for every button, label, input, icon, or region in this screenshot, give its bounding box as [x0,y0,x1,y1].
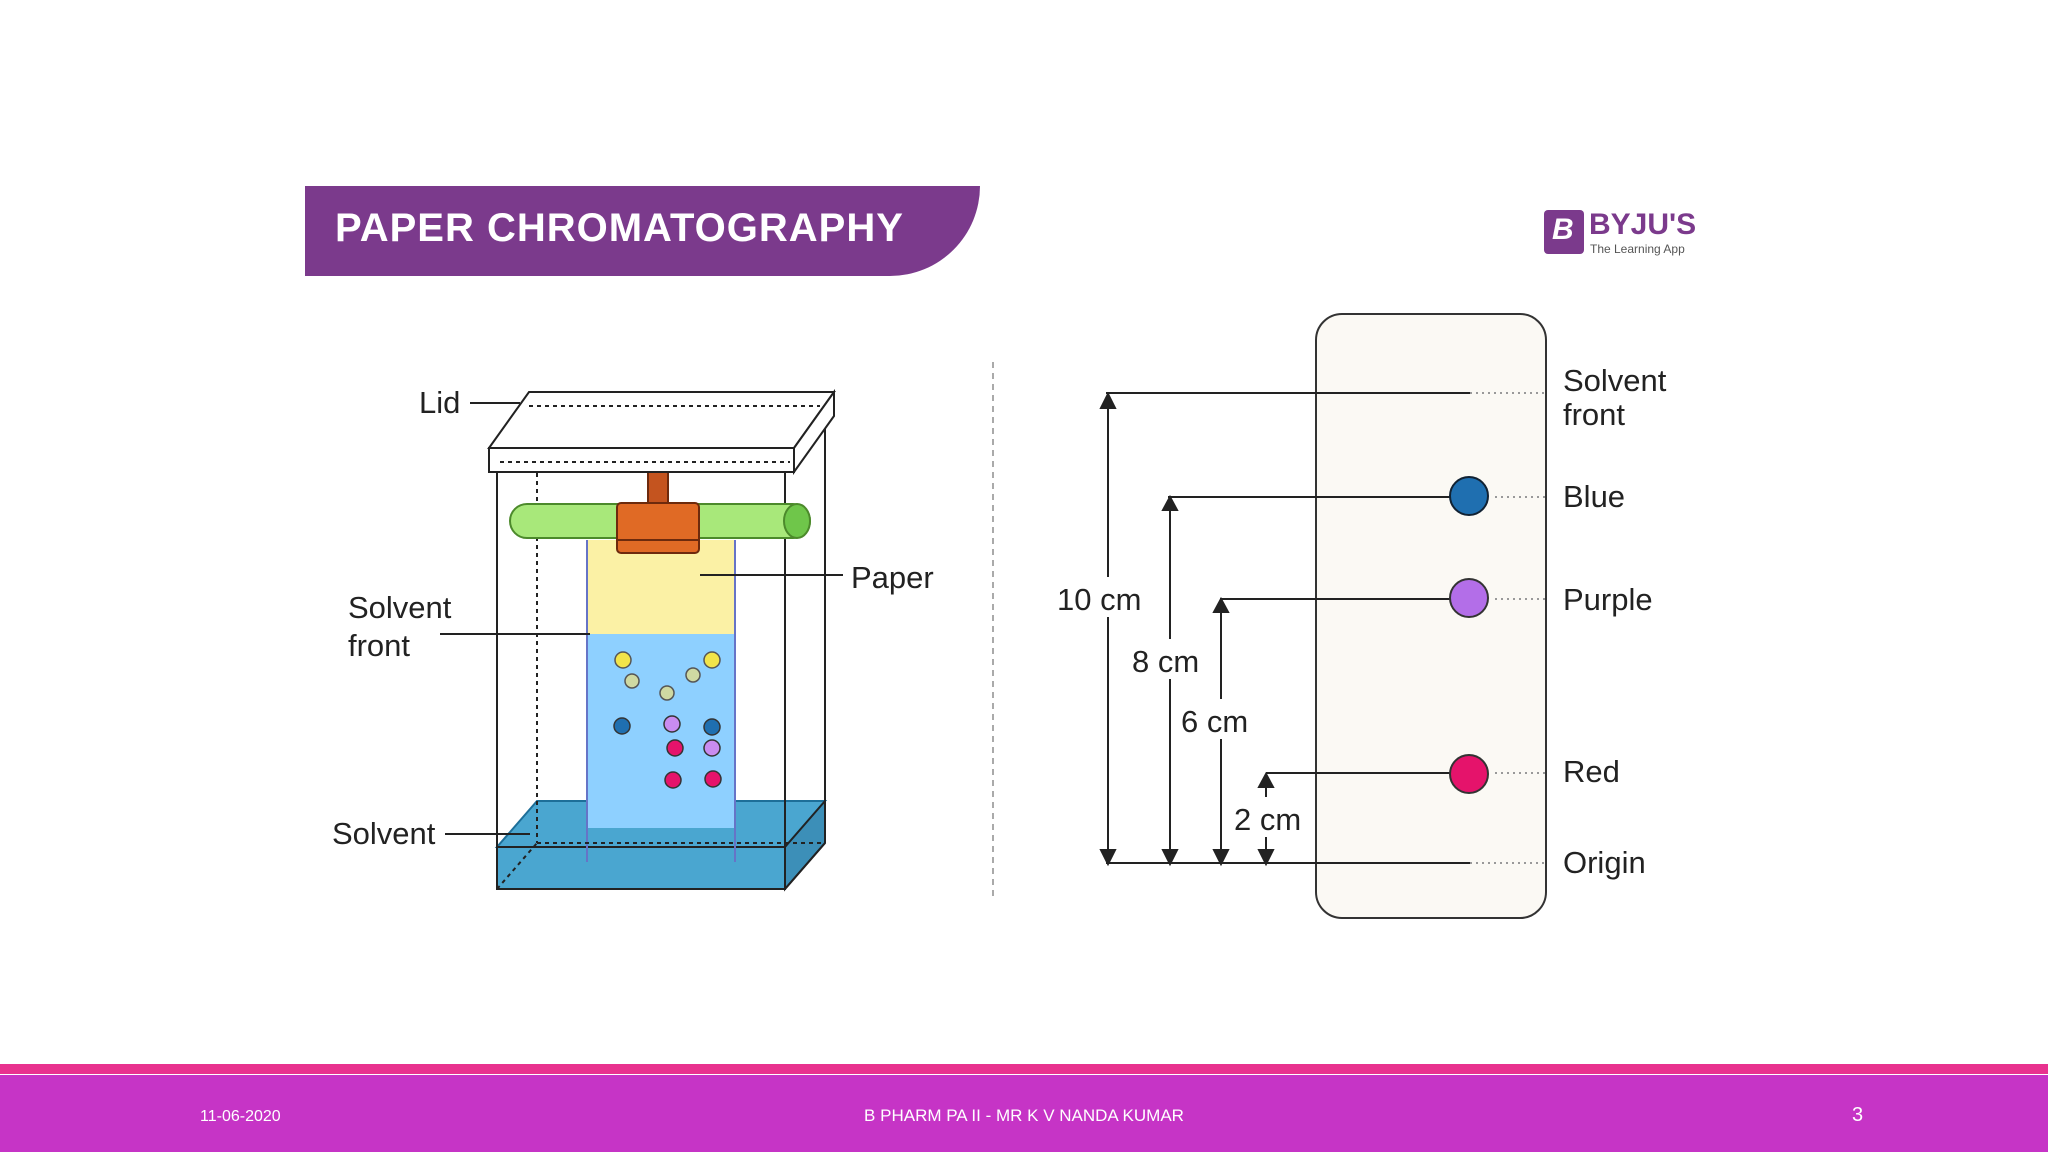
spot-red [664,771,682,789]
lid [487,388,836,476]
logo-badge: B [1544,210,1584,254]
footer-presenter: B PHARM PA II - MR K V NANDA KUMAR [864,1106,1184,1125]
solvent-label: Solvent [332,816,436,851]
lid-label: Lid [419,385,460,420]
chromatogram: 10 cm 8 cm 6 cm 2 cm Solvent front Blue … [1052,313,1667,919]
solvent-pool-front [496,846,786,890]
spot-blue [703,718,721,736]
page-number: 3 [1852,1104,1864,1126]
red-distance-label: 2 cm [1234,802,1301,837]
page-title: PAPER CHROMATOGRAPHY [335,206,904,250]
strip-solvent-front-label: Solvent [1563,363,1667,398]
logo-tagline: The Learning App [1590,242,1685,256]
blue-distance-label: 8 cm [1132,644,1199,679]
spot-red [704,770,722,788]
solvent-distance-label: 10 cm [1057,582,1141,617]
spot-blue [613,717,631,735]
spot-olive [659,685,675,701]
logo-name: BYJU'S [1589,208,1697,241]
spot-purple [703,739,721,757]
strip-solvent-front-label-2: front [1563,397,1625,432]
purple-spot [1449,578,1489,618]
purple-label: Purple [1563,582,1653,617]
spot-yellow [703,651,721,669]
blue-spot [1449,476,1489,516]
spot-yellow [614,651,632,669]
red-label: Red [1563,754,1620,789]
paper-dry [587,540,735,634]
footer-date: 11-06-2020 [200,1108,281,1125]
support-rod-end [783,503,811,539]
blue-label: Blue [1563,479,1625,514]
solvent-front-label: Solvent [348,590,452,625]
spot-purple [663,715,681,733]
solvent-front-label-2: front [348,628,410,663]
footer-bar [0,1075,2048,1152]
chromatography-tank: Lid Paper Solvent front Solvent [332,385,934,892]
distance-arrows [1099,391,1275,867]
spot-olive [624,673,640,689]
paper-label: Paper [851,560,934,595]
origin-label: Origin [1563,845,1646,880]
paper-spots [613,651,722,789]
chromatogram-strip [1315,313,1547,919]
footer-accent-line [0,1064,2048,1074]
red-spot [1449,754,1489,794]
spot-olive [685,667,701,683]
spot-red [666,739,684,757]
title-banner [305,186,980,276]
purple-distance-label: 6 cm [1181,704,1248,739]
logo-letter: B [1552,213,1574,246]
byjus-logo: B BYJU'S The Learning App [1544,208,1704,258]
